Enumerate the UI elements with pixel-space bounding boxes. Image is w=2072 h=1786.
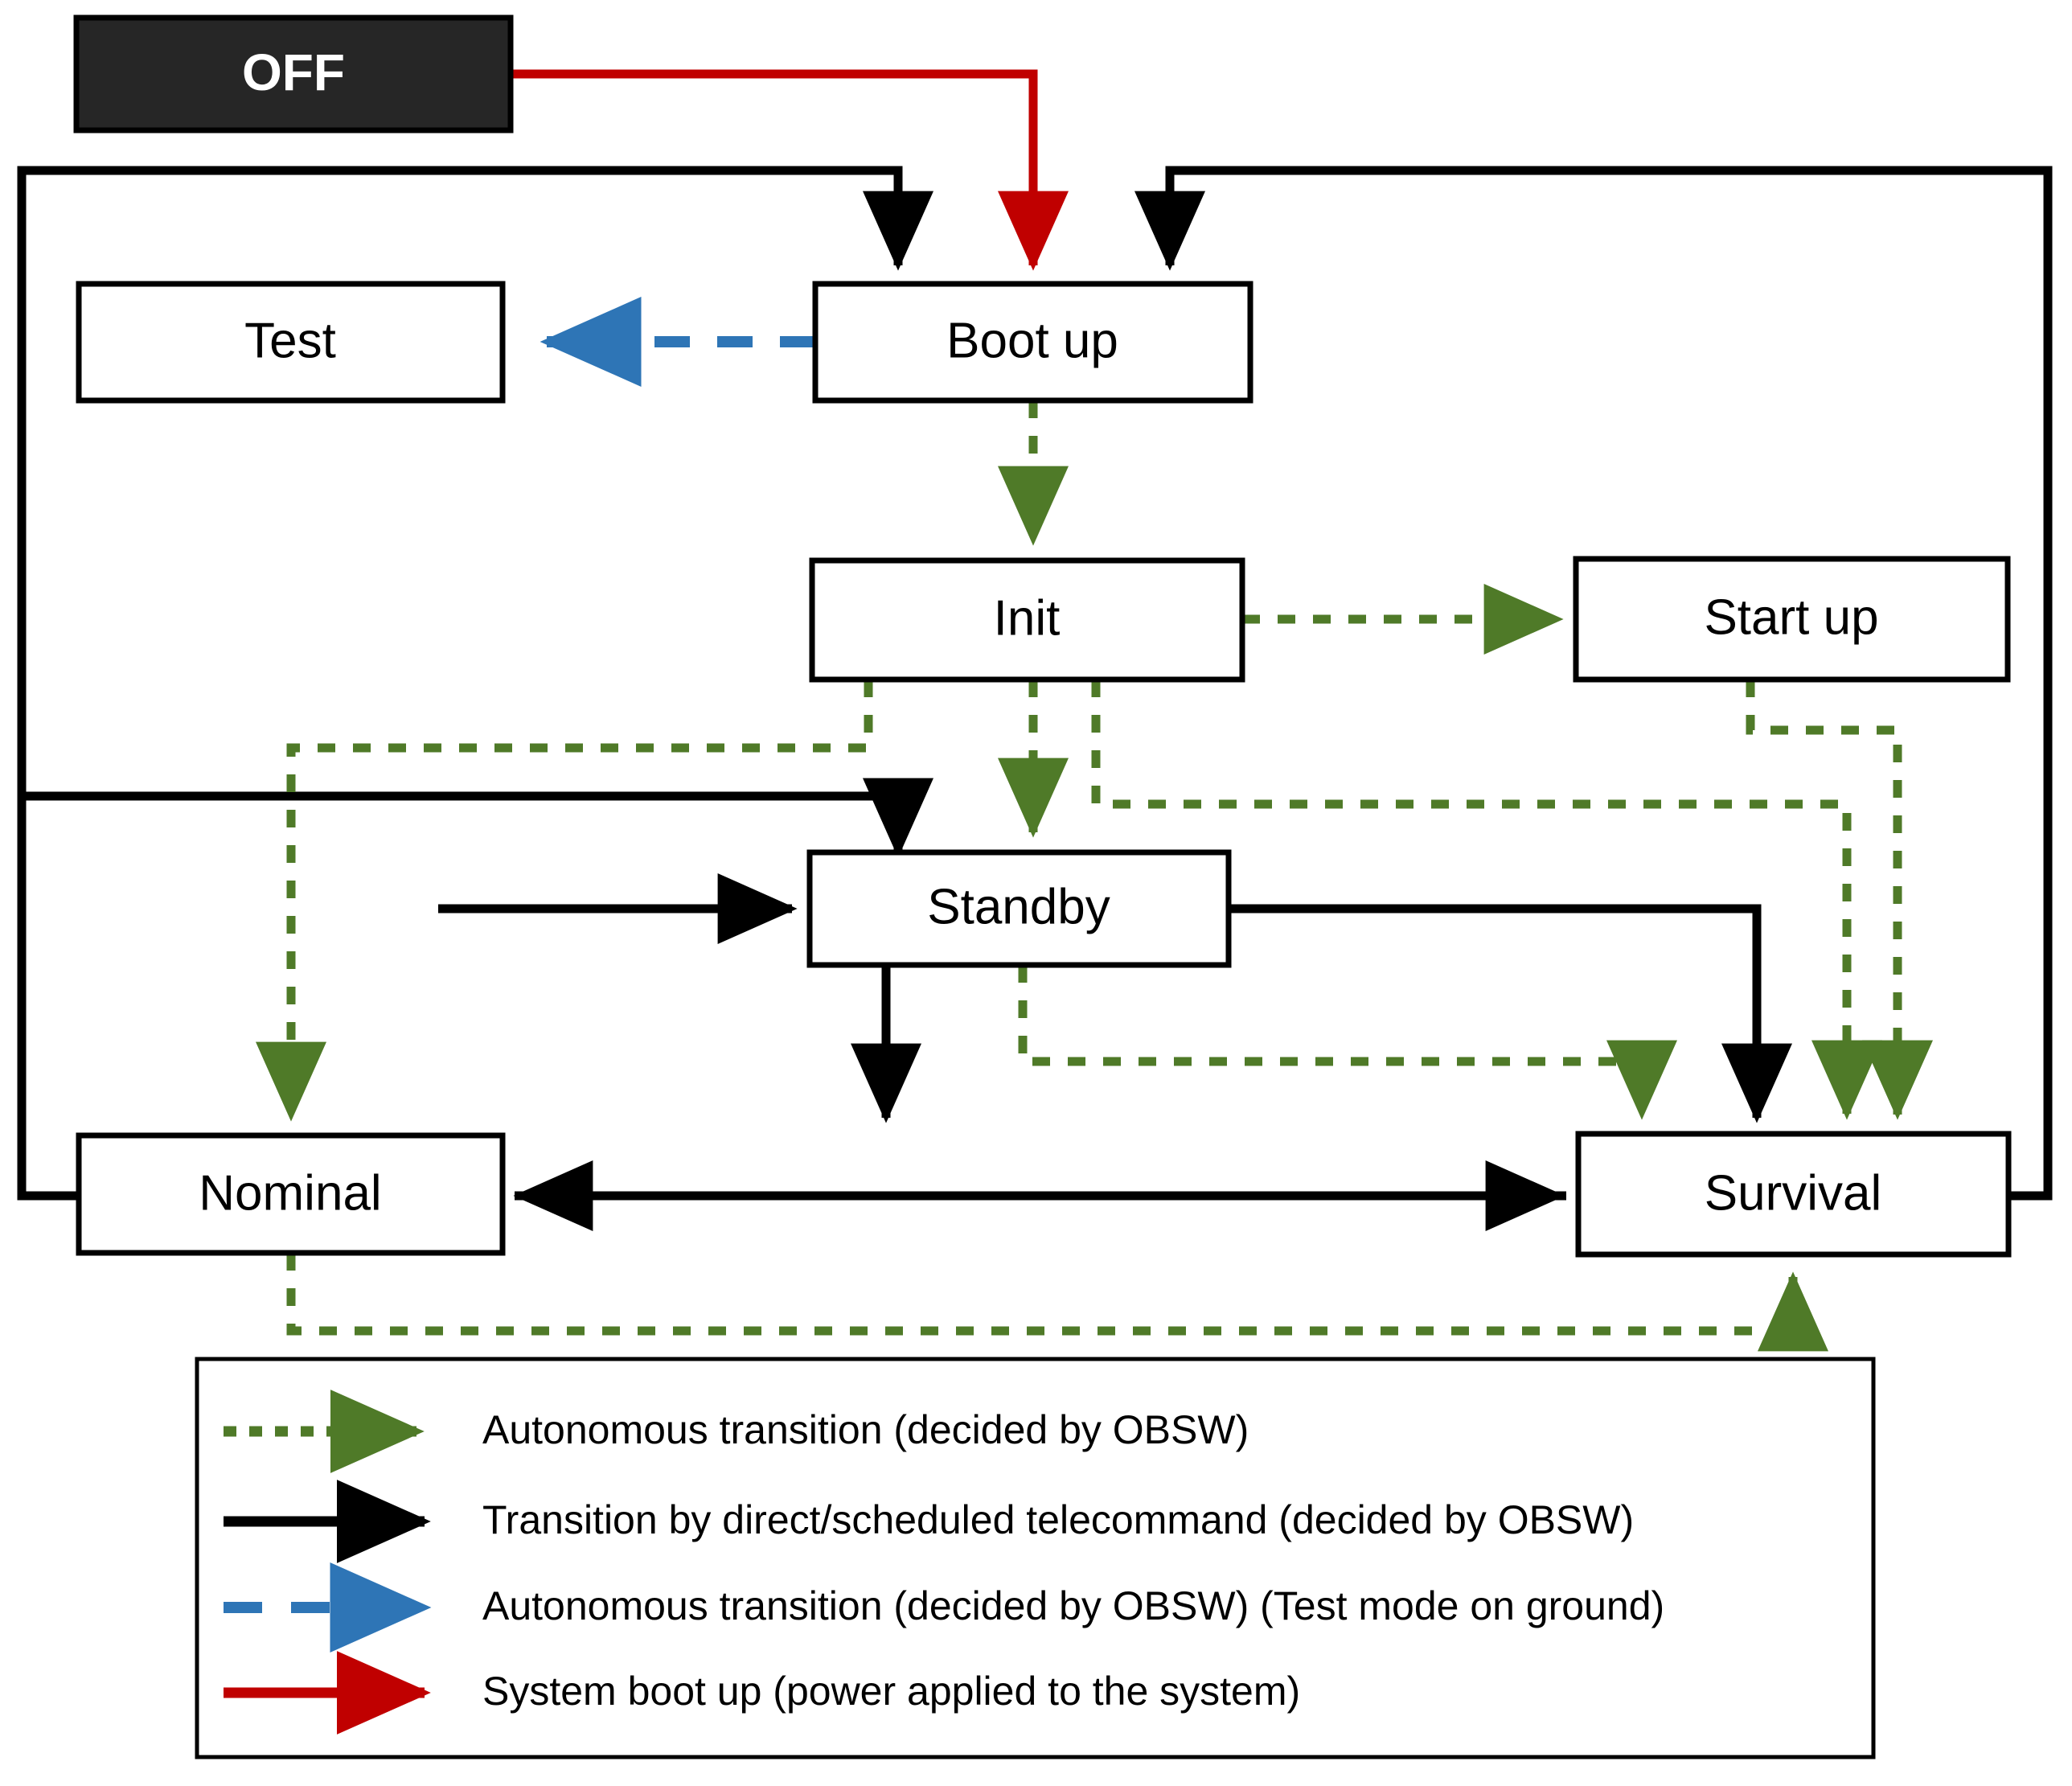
- legend-label-telecommand: Transition by direct/scheduled telecomma…: [482, 1497, 1634, 1542]
- edge-init-to-survival: [1091, 680, 1882, 1120]
- edge-init-to-nominal: [256, 680, 873, 1122]
- node-survival-box[interactable]: [1575, 1131, 2012, 1258]
- node-standby-box[interactable]: [806, 849, 1232, 968]
- legend-item-test-mode: Autonomous transition (decided by OBSW) …: [224, 1562, 1664, 1653]
- edge-nominal-to-survival-auto: [286, 1253, 1828, 1352]
- legend: Autonomous transition (decided by OBSW) …: [195, 1357, 1876, 1759]
- edge-standby-to-survival-auto: [1018, 965, 1677, 1120]
- legend-label-test-mode: Autonomous transition (decided by OBSW) …: [482, 1583, 1664, 1628]
- legend-item-autonomous: Autonomous transition (decided by OBSW): [224, 1390, 1249, 1473]
- node-init-label: Init: [994, 590, 1061, 646]
- node-off[interactable]: OFF: [73, 14, 514, 133]
- node-test[interactable]: Test: [76, 281, 506, 404]
- node-nominal-box[interactable]: [76, 1132, 506, 1256]
- node-standby[interactable]: Standby: [806, 849, 1232, 968]
- node-bootup-box[interactable]: [812, 281, 1253, 404]
- node-bootup[interactable]: Boot up: [812, 281, 1253, 404]
- telecommand-edges: [17, 166, 2053, 1231]
- legend-item-boot-up: System boot up (power applied to the sys…: [224, 1651, 1300, 1735]
- edge-standby-to-survival: [1229, 904, 1792, 1123]
- edge-leftrail-to-standby-top: [22, 778, 933, 858]
- legend-box: [195, 1357, 1876, 1759]
- state-nodes: OFF Test Boot up Init Start up Standby: [73, 14, 2012, 1258]
- edge-nominal-to-bootup: [17, 166, 933, 1201]
- edge-startup-to-survival: [1746, 680, 1933, 1120]
- edge-off-to-bootup: [511, 69, 1069, 271]
- node-init[interactable]: Init: [809, 557, 1245, 683]
- node-off-label: OFF: [242, 43, 345, 101]
- autonomous-edges: [256, 400, 1933, 1352]
- edge-survival-to-bootup: [1134, 166, 2053, 1201]
- node-survival[interactable]: Survival: [1575, 1131, 2012, 1258]
- node-standby-label: Standby: [927, 879, 1110, 934]
- legend-label-autonomous: Autonomous transition (decided by OBSW): [482, 1407, 1249, 1452]
- legend-label-boot-up: System boot up (power applied to the sys…: [482, 1669, 1300, 1714]
- telecommand-rails: [17, 796, 27, 1196]
- node-startup-box[interactable]: [1573, 556, 2011, 683]
- node-nominal[interactable]: Nominal: [76, 1132, 506, 1256]
- system-boot-edge: [511, 69, 1069, 271]
- node-test-box[interactable]: [76, 281, 506, 404]
- legend-item-telecommand: Transition by direct/scheduled telecomma…: [224, 1480, 1634, 1563]
- node-nominal-label: Nominal: [199, 1165, 381, 1221]
- node-test-label: Test: [244, 313, 336, 368]
- node-init-box[interactable]: [809, 557, 1245, 683]
- node-startup[interactable]: Start up: [1573, 556, 2011, 683]
- node-bootup-label: Boot up: [946, 313, 1118, 368]
- node-startup-label: Start up: [1704, 589, 1878, 645]
- node-off-box[interactable]: [73, 14, 514, 133]
- node-survival-label: Survival: [1705, 1165, 1882, 1221]
